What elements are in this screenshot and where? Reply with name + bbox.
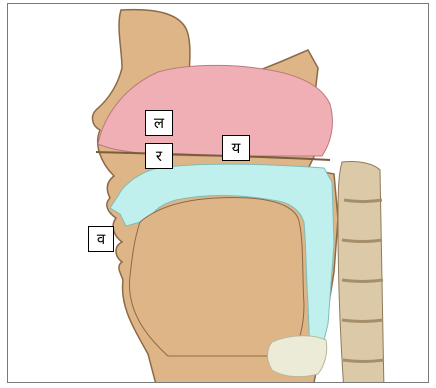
label-ya: य [222, 135, 250, 161]
label-ra: र [145, 143, 173, 169]
larynx [268, 336, 327, 377]
cervical-spine [338, 161, 384, 383]
label-la: ल [145, 110, 173, 136]
diagram-frame: ल र य व [7, 3, 429, 383]
label-va: व [88, 226, 114, 252]
tongue [129, 198, 304, 356]
head-sagittal-section [8, 4, 429, 383]
